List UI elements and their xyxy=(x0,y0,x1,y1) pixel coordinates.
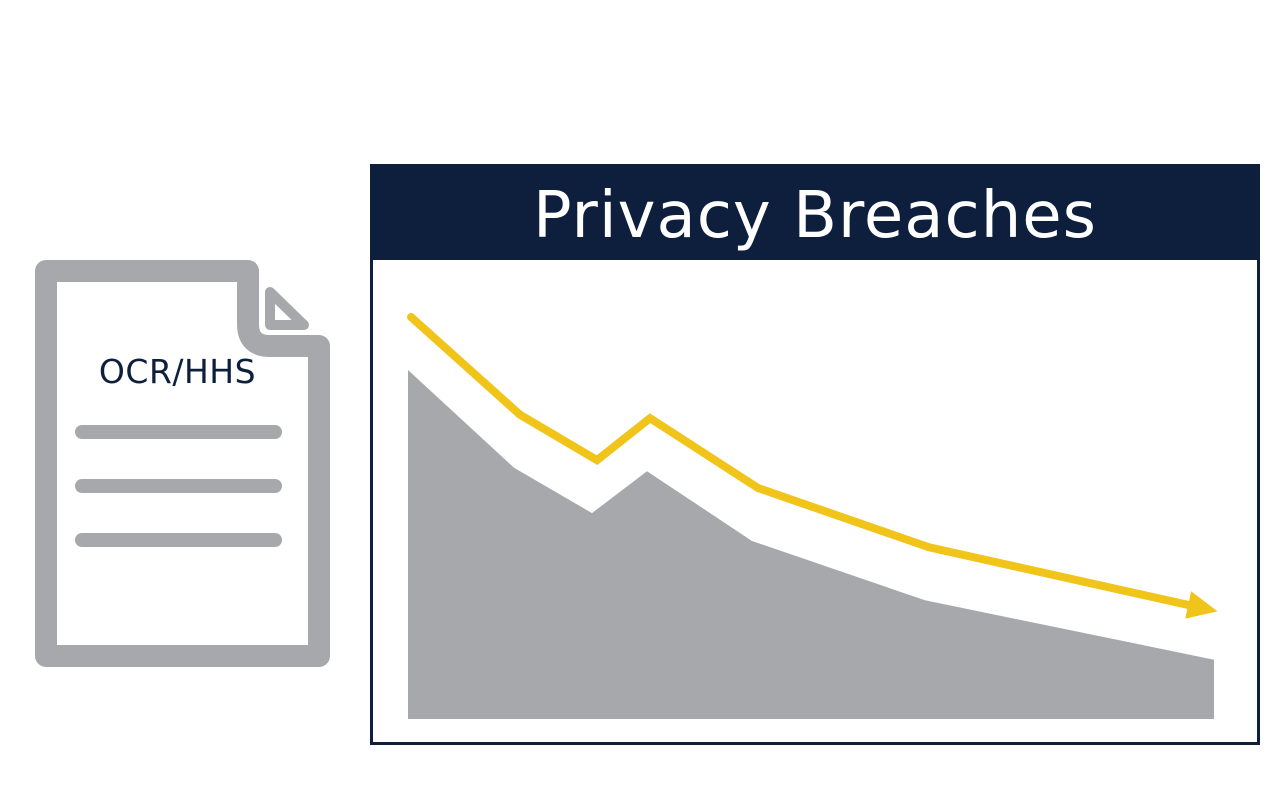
breaches-area xyxy=(408,370,1214,719)
document-outline xyxy=(35,260,330,667)
document-corner-fold xyxy=(265,287,309,330)
panel-header: Privacy Breaches xyxy=(373,167,1257,260)
trend-arrow-head xyxy=(1185,591,1218,619)
document-label: OCR/HHS xyxy=(98,352,257,391)
trend-line xyxy=(407,313,1200,611)
panel-title: Privacy Breaches xyxy=(533,178,1097,253)
